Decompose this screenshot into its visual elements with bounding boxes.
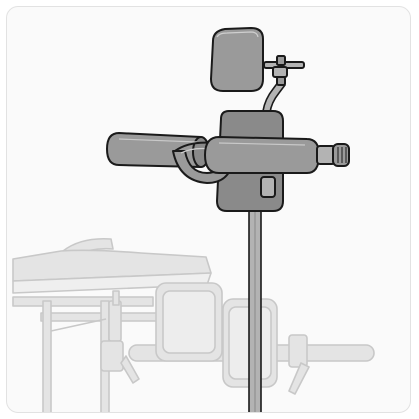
headrest [210,27,305,92]
headrest-knob-body [272,66,288,78]
arm-pad-right [204,136,350,174]
illustration-card [6,6,411,413]
arm-pad-right-highlight [218,142,306,146]
faded-lever-left [120,355,140,384]
accessory-illustration [12,27,375,412]
faded-right-clamp [288,334,308,368]
arm-pad-left-highlight [118,138,198,143]
arm-pad-right-knob [332,143,350,167]
faded-lever-right [288,362,310,395]
arm-pad-right-body [204,136,320,174]
back-plate-slot [260,176,276,198]
faded-rail-upper [12,296,154,307]
faded-clamp-block [108,300,122,342]
headrest-knob-bottom [276,76,286,86]
faded-clamp-post [112,290,120,306]
headrest-knob-top [276,55,286,66]
faded-pad-left-inner [162,290,216,354]
headrest-pad [210,27,264,92]
arm-pad-left [106,132,210,168]
faded-lower-bracket [100,340,124,372]
faded-diagonal [50,318,107,332]
faded-table-top [12,249,212,282]
headrest-pad-edge [216,31,259,38]
faded-leg-left [42,300,52,412]
faded-frame [12,237,375,412]
